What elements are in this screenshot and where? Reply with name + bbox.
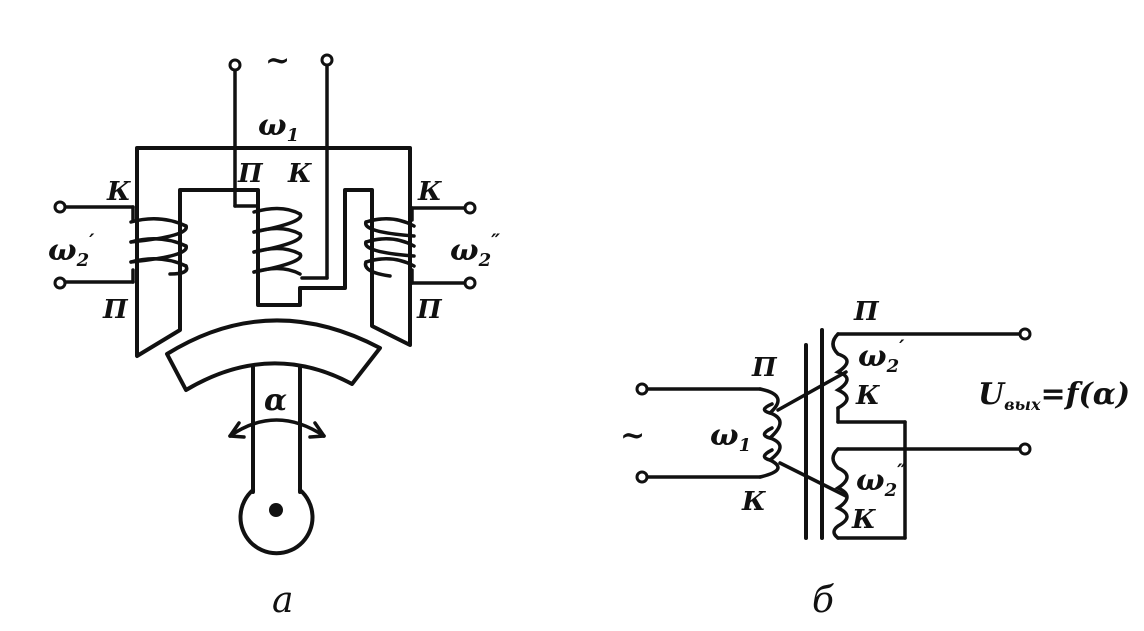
output-terminal-b-top[interactable] xyxy=(1018,327,1032,341)
right-end-label-a: К xyxy=(417,177,442,207)
primary-winding-b xyxy=(644,387,782,479)
coupling-line-top-b xyxy=(776,370,848,412)
rotor-arc-a xyxy=(165,318,382,392)
supply-terminal-b-bottom[interactable] xyxy=(635,470,649,484)
primary-start-label-b: П xyxy=(751,353,778,383)
rotor-hub-a xyxy=(238,488,315,556)
supply-symbol-b: ~ xyxy=(620,418,645,453)
supply-terminal-b-top[interactable] xyxy=(635,382,649,396)
secondary-left-label-a: ω2′ xyxy=(48,229,95,271)
primary-winding-label-a: ω1 xyxy=(258,108,299,146)
output-terminal-left-top-a[interactable] xyxy=(53,200,67,214)
primary-end-label-b: К xyxy=(741,487,766,517)
output-terminal-right-bottom-a[interactable] xyxy=(463,276,477,290)
rotation-arrow-a xyxy=(228,418,326,438)
left-start-label-a: П xyxy=(102,295,129,325)
supply-terminal-a-left[interactable] xyxy=(228,58,242,72)
supply-terminal-a-right[interactable] xyxy=(320,53,334,67)
output-terminal-right-top-a[interactable] xyxy=(463,201,477,215)
output-terminal-b-bottom[interactable] xyxy=(1018,442,1032,456)
secondary-winding-bottom-b xyxy=(778,447,1024,540)
rotation-arrowhead-left-a xyxy=(228,421,246,439)
left-end-label-a: К xyxy=(106,177,131,207)
secondary-winding-top-b xyxy=(776,332,1024,540)
coupling-line-bottom-b xyxy=(778,461,848,498)
rotor-stem-a xyxy=(251,364,302,494)
primary-winding-label-b: ω1 xyxy=(710,418,751,456)
secondary-right-label-a: ω2″ xyxy=(450,229,500,271)
secondary-bottom-label-b: ω2″ xyxy=(856,459,906,501)
secondary-winding-right-a xyxy=(363,206,470,285)
angle-label-a: α xyxy=(264,383,287,418)
core-outline-a xyxy=(135,146,412,358)
primary-end-label-a: К xyxy=(287,159,312,189)
caption-a: а xyxy=(272,580,293,621)
output-terminal-left-bottom-a[interactable] xyxy=(53,276,67,290)
rotor-pivot-a xyxy=(269,503,283,517)
right-start-label-a: П xyxy=(416,295,443,325)
primary-start-label-a: П xyxy=(237,159,264,189)
secondary-bottom-end-label-b: К xyxy=(851,505,876,535)
rotation-arrowhead-right-a xyxy=(308,421,326,439)
diagram-b: ~ ω1 П К П ω2′ К ω2″ К Uвых=f(α) б xyxy=(620,297,1130,621)
primary-winding-a xyxy=(233,60,329,280)
caption-b: б xyxy=(812,580,835,621)
secondary-top-end-label-b: К xyxy=(855,381,880,411)
supply-symbol-a: ~ xyxy=(265,43,290,78)
secondary-top-label-b: ω2′ xyxy=(858,335,905,377)
secondary-top-start-label-b: П xyxy=(853,297,880,327)
diagram-a: ~ ω1 П К К П К П ω2′ ω2″ α а xyxy=(48,43,500,621)
output-voltage-label-b: Uвых=f(α) xyxy=(978,377,1130,414)
secondary-winding-left-a xyxy=(60,205,189,284)
